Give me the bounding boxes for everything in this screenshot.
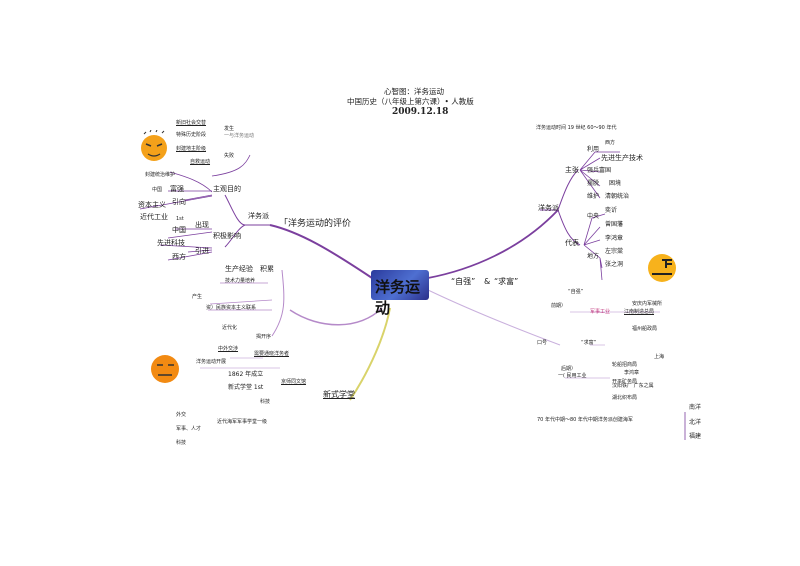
evaluation-label: 洋务运动的评价	[288, 219, 352, 229]
later-label: 后期）	[561, 366, 577, 372]
leaf-node: 先进科技	[157, 239, 185, 247]
fleet-label: 南洋	[689, 404, 702, 411]
leaf-node: 近代工业	[140, 213, 168, 221]
center-topic-label: 洋务运动	[375, 278, 421, 317]
person-label: 张之洞	[605, 261, 624, 268]
left-top-item: 自救运动	[190, 159, 211, 165]
page-title: 心智图：洋务运动	[384, 87, 444, 96]
bottom-label: 科技	[176, 440, 187, 446]
period-label: 前期）	[551, 303, 567, 309]
anqing-label: 安庆内军械所	[632, 301, 663, 307]
navy-label: 70 年代中期～80 年代中期洋务派创建海军	[537, 417, 633, 423]
tech-label: 技术力量培养	[225, 278, 256, 284]
main-purpose-node[interactable]: 主观目的	[213, 185, 241, 193]
representative-node[interactable]: 代表	[565, 239, 579, 247]
production-node: 生产经验	[225, 265, 253, 273]
lunchuan-label: 轮船招商局	[612, 362, 638, 368]
time-label: 洋务运动时间 19 世纪 60～90 年代	[536, 125, 617, 131]
hubei-label: 湖北织布局	[612, 395, 638, 401]
accumulate-node: 积累	[260, 265, 274, 273]
small-label: 中国	[152, 187, 163, 193]
goal-label: 维护	[587, 193, 600, 200]
fleet-label: 北洋	[689, 419, 702, 426]
leaf-node: 中国	[172, 226, 186, 234]
center-topic-node[interactable]: 洋务运动	[371, 270, 429, 317]
leaf-node: 引向	[172, 198, 186, 206]
mid-label: 中外交涉	[218, 346, 239, 352]
left-top-item: 新旧社会交替	[176, 120, 207, 126]
leaf-node: 富强	[170, 185, 184, 193]
bourgeoisie-label: 资）民族资本主义联系	[206, 305, 257, 311]
grimacing-face-icon	[151, 355, 179, 383]
year-label: 1862 年成立	[228, 371, 264, 378]
central-label: 中央	[587, 213, 600, 220]
left-top-right-label: 发生	[224, 126, 235, 132]
produce-label: 产生	[192, 294, 203, 300]
utilize-label: 利用	[587, 146, 600, 153]
mid-label: 需要通晓洋务者	[254, 351, 290, 357]
bottom-label: 外交	[176, 412, 187, 418]
lihongzhang-label: 李鸿章	[624, 370, 640, 376]
conservative-label: 封建统治维护	[145, 172, 176, 178]
left-top-item: 特殊历史阶段	[176, 132, 207, 138]
mid-label: 洋务运动开展	[196, 359, 227, 365]
person-label: 左宗棠	[605, 248, 624, 255]
person-label: 李鸿章	[605, 235, 624, 242]
civil-label: 一( 民用工业	[558, 373, 587, 379]
local-label: 地方	[587, 253, 600, 260]
slogan-label: “求富”	[581, 340, 597, 346]
start-label: 揭开序	[256, 334, 272, 340]
tool-label: 军事工业	[590, 309, 611, 315]
small-label: 1st	[176, 216, 184, 222]
evaluation-node[interactable]: 「洋务运动的评价	[279, 219, 352, 229]
fuzhou-label: 福州船政局	[632, 326, 658, 332]
first-school-label: 新式学堂 1st	[228, 384, 264, 391]
bottom-label: 军事、人才	[176, 426, 202, 432]
yangwu-faction-right-node[interactable]: 洋务派	[538, 204, 559, 212]
goal-label: 摆脱	[587, 180, 600, 187]
hanyang-label: 汉阳铁厂 广东之属	[612, 383, 654, 389]
modernize-label: 近代化	[222, 325, 238, 331]
yixin-label: 奕䜣	[605, 207, 618, 214]
slogan-label: “自强”	[568, 289, 584, 295]
objective-effect-node[interactable]: 积极影响	[213, 232, 241, 240]
goal-label: 强兵富国	[587, 167, 612, 174]
science-label: 科技	[260, 399, 271, 405]
smirking-face-icon	[648, 254, 676, 282]
kaiping-label: 开平矿务局	[612, 379, 638, 385]
bottom-label: 近代海军军事学堂一级	[217, 419, 268, 425]
kouhao-label: 口号	[537, 340, 548, 346]
leaf-node: 出现	[195, 221, 209, 229]
main-claim-node[interactable]: 主张	[565, 166, 579, 174]
squinting-face-icon	[141, 130, 167, 161]
left-top-right-label: 一与洋务运动	[224, 133, 255, 139]
west-label: 西方	[605, 140, 616, 146]
yangwu-faction-node[interactable]: 洋务派	[248, 212, 269, 220]
new-school-node[interactable]: 新式学堂	[323, 390, 355, 399]
left-top-right-label: 失败	[224, 153, 235, 159]
self-strengthening-node[interactable]: “自强”	[451, 277, 476, 286]
leaf-node: 资本主义	[138, 201, 166, 209]
left-top-item: 封建地主阶级	[176, 146, 207, 152]
page-date: 2009.12.18	[392, 107, 449, 117]
tongwen-label: 京师同文馆	[281, 379, 307, 385]
goal-label: 困境	[609, 180, 622, 187]
amp-label: &	[484, 277, 491, 286]
person-label: 曾国藩	[605, 221, 624, 228]
advanced-tech-node: 先进生产技术	[601, 154, 643, 162]
leaf-node: 西方	[172, 253, 186, 261]
wealth-node[interactable]: “求富”	[494, 277, 519, 286]
fleet-label: 福建	[689, 433, 702, 440]
jiangnan-label: 江南制造总局	[624, 309, 655, 315]
leaf-node: 引进	[195, 247, 209, 255]
page-subtitle: 中国历史（八年级上第六课）• 人教版	[347, 97, 474, 106]
shanghai-label: 上海	[654, 354, 665, 360]
goal-label: 清朝统治	[605, 193, 630, 200]
